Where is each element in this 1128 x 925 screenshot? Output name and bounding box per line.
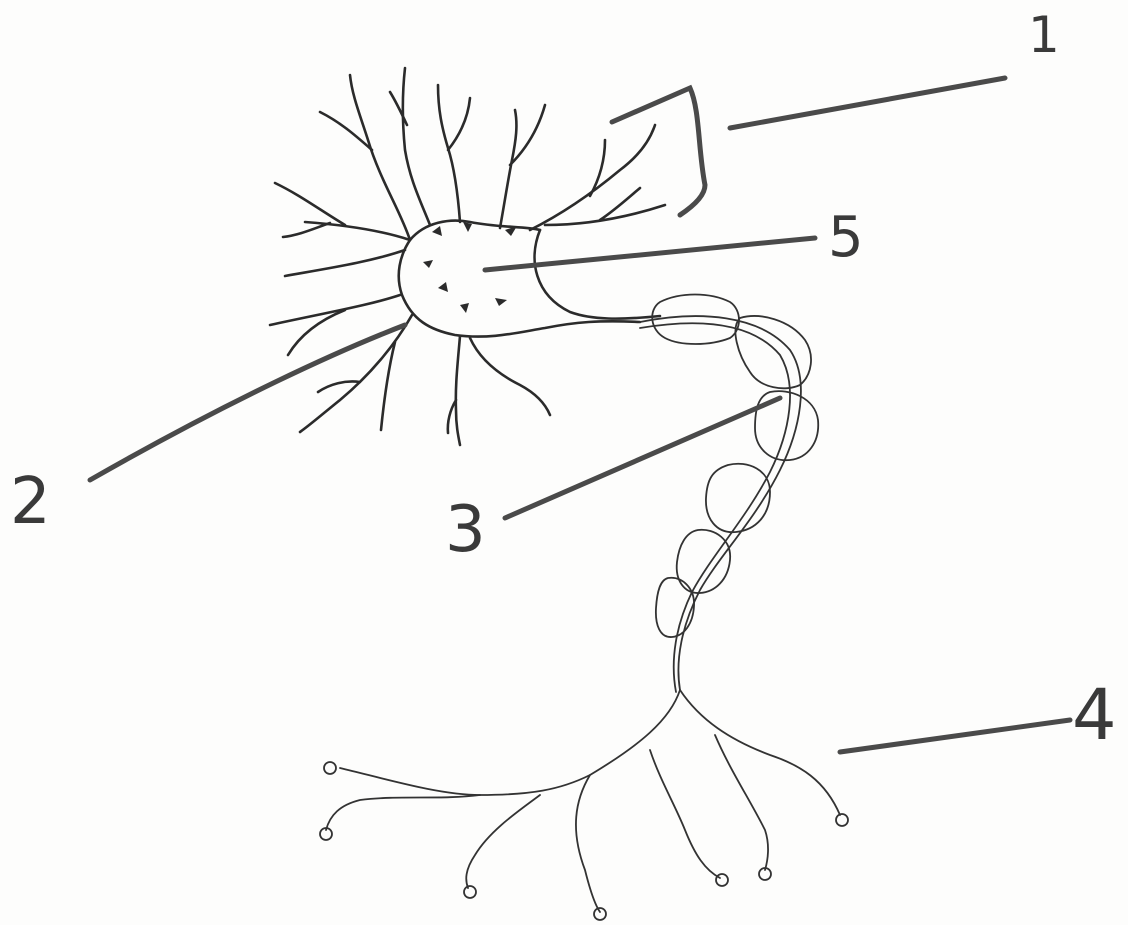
label-2: 2 [10, 470, 51, 534]
leader-line-2 [90, 325, 405, 480]
leader-line-3 [505, 398, 780, 518]
axon-terminals [320, 690, 848, 920]
myelin-sheath [652, 295, 818, 638]
label-3: 3 [445, 498, 486, 562]
leader-line-4 [840, 720, 1070, 752]
label-1-bracket [612, 78, 1005, 215]
cell-body [399, 221, 660, 337]
label-1: 1 [1028, 10, 1060, 60]
label-4: 4 [1072, 680, 1117, 750]
label-5: 5 [828, 210, 864, 266]
